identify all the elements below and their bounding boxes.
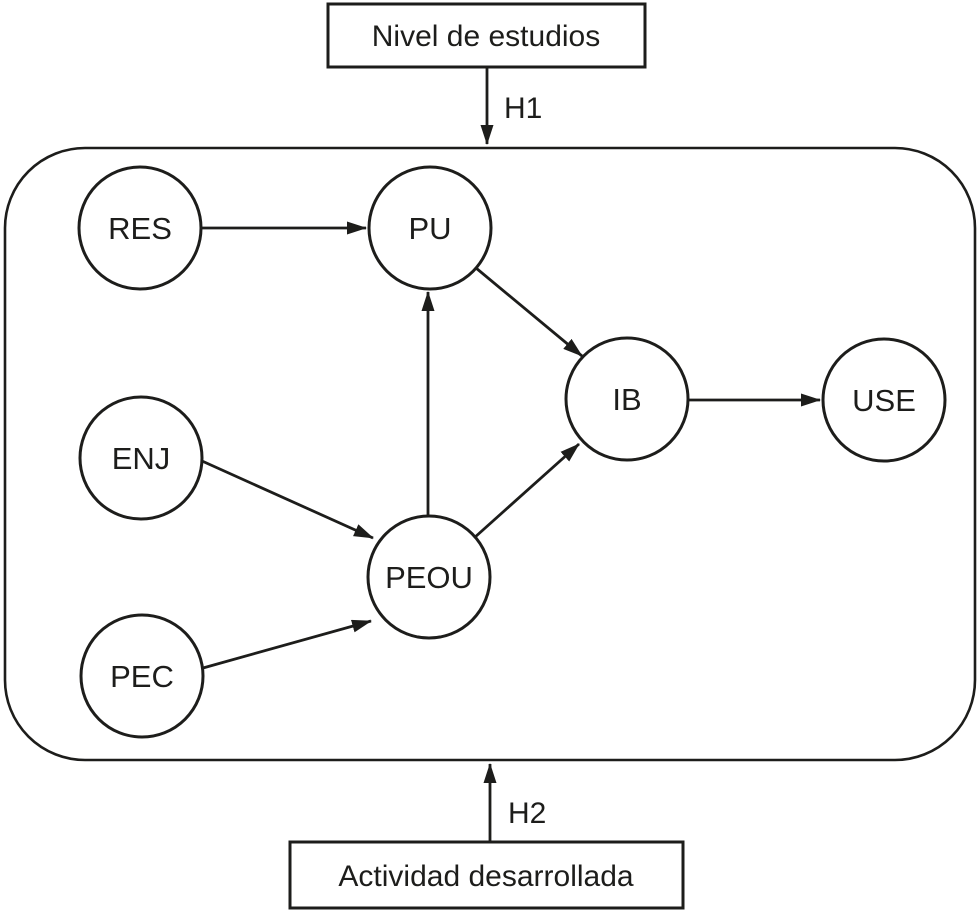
bottom-external-variable-label: Actividad desarrollada <box>338 860 633 893</box>
edge-pu-ib <box>475 266 583 358</box>
h1-label: H1 <box>504 92 542 125</box>
h2-label: H2 <box>508 797 546 830</box>
node-res-circle <box>77 165 203 291</box>
model-boundary-frame <box>3 146 977 762</box>
bottom-external-variable-box <box>288 840 685 910</box>
node-ib-label: IB <box>612 382 641 417</box>
node-pu-label: PU <box>408 211 451 246</box>
edge-enj-peou <box>201 459 374 540</box>
node-pu-circle <box>367 165 493 291</box>
edge-peou-ib <box>473 442 580 540</box>
node-use-label: USE <box>852 383 916 418</box>
node-use-circle <box>821 337 947 463</box>
node-pec-label: PEC <box>110 659 174 694</box>
node-enj-circle <box>78 395 204 521</box>
node-peou-circle <box>366 514 492 640</box>
edge-pec-peou <box>202 619 372 670</box>
node-peou-label: PEOU <box>385 560 473 595</box>
node-ib-circle <box>564 336 690 462</box>
node-res-label: RES <box>108 211 172 246</box>
top-external-variable-label: Nivel de estudios <box>372 20 600 53</box>
node-enj-label: ENJ <box>112 441 171 476</box>
node-pec-circle <box>79 613 205 739</box>
